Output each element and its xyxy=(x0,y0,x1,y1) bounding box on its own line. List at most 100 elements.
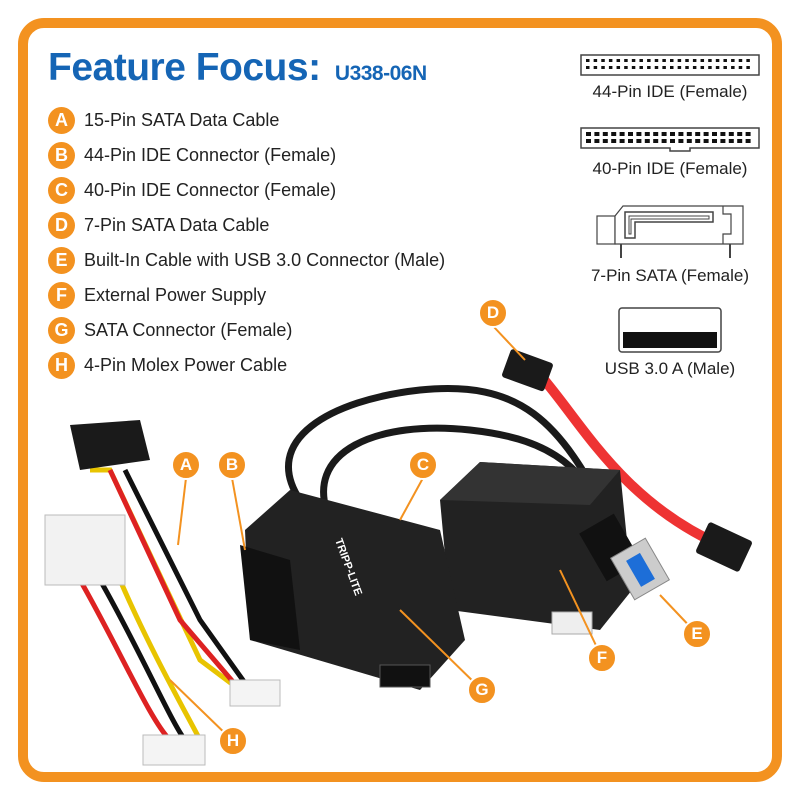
legend-label: USB 3.0 A (Male) xyxy=(604,359,736,378)
pin-dot xyxy=(593,59,598,62)
pin-dot xyxy=(723,66,727,69)
pin-dot xyxy=(685,59,689,62)
pin-dot xyxy=(695,139,701,143)
feature-label: 15-Pin SATA Data Cable xyxy=(84,110,280,130)
feature-item: B 44-Pin IDE Connector (Female) xyxy=(48,138,445,173)
pin-dot xyxy=(654,66,659,69)
pin-dot xyxy=(594,132,600,136)
pin-dot xyxy=(728,139,734,143)
pin-dot xyxy=(601,66,605,69)
sata-7-pin-icon xyxy=(596,205,744,258)
pin-dot xyxy=(631,66,636,69)
pin-dot xyxy=(586,59,590,62)
feature-label: Built-In Cable with USB 3.0 Connector (M… xyxy=(84,250,446,270)
pin-dot xyxy=(647,59,651,62)
pin-dot xyxy=(601,59,605,62)
pin-dot xyxy=(703,132,709,136)
pin-dot xyxy=(700,66,705,69)
pin-dot xyxy=(662,66,666,69)
pin-dot xyxy=(738,66,743,69)
pin-dot xyxy=(593,66,598,69)
pin-dot xyxy=(611,132,617,136)
pin-dot xyxy=(723,59,727,62)
pin-dot xyxy=(692,66,697,69)
pin-dot xyxy=(746,59,750,62)
sata-power-connector xyxy=(70,420,150,470)
pin-dot xyxy=(670,132,675,136)
feature-item: F External Power Supply xyxy=(48,278,445,313)
pin-dot xyxy=(700,59,705,62)
pin-dot xyxy=(731,66,735,69)
letter-badge: C xyxy=(48,177,75,204)
legend-44-pin: 44-Pin IDE (Female) xyxy=(570,54,770,102)
pin-dot xyxy=(678,139,684,143)
pin-dot xyxy=(628,132,633,136)
pin-dot xyxy=(586,132,591,136)
pin-dot xyxy=(586,139,591,143)
feature-item: C 40-Pin IDE Connector (Female) xyxy=(48,173,445,208)
pin-dot xyxy=(624,66,628,69)
pin-dot xyxy=(712,132,717,136)
pin-dot xyxy=(720,132,726,136)
pin-dot xyxy=(653,132,659,136)
feature-label: 4-Pin Molex Power Cable xyxy=(84,355,288,375)
legend-sata: 7-Pin SATA (Female) xyxy=(570,200,770,286)
pin-dot xyxy=(636,132,642,136)
pin-dot xyxy=(611,139,617,143)
callout-h: H xyxy=(218,726,248,756)
usb-3-a-icon xyxy=(618,307,722,353)
pin-dot xyxy=(703,139,709,143)
usb-cable xyxy=(285,385,614,522)
pin-dot xyxy=(686,132,692,136)
feature-label: SATA Connector (Female) xyxy=(84,320,293,340)
feature-item: E Built-In Cable with USB 3.0 Connector (… xyxy=(48,243,445,278)
pin-dot xyxy=(594,139,600,143)
pin-dot xyxy=(608,59,613,62)
letter-badge: G xyxy=(48,317,75,344)
molex-connector xyxy=(44,514,126,586)
feature-label: 40-Pin IDE Connector (Female) xyxy=(84,180,337,200)
pin-dot xyxy=(678,132,684,136)
callout-d: D xyxy=(478,298,508,328)
pin-dot xyxy=(715,66,720,69)
pin-dot xyxy=(662,59,666,62)
callout-g: G xyxy=(467,675,497,705)
legend-usb: USB 3.0 A (Male) xyxy=(570,307,770,379)
pin-dot xyxy=(616,66,621,69)
callout-b: B xyxy=(217,450,247,480)
pin-dot xyxy=(715,59,720,62)
pin-dot xyxy=(745,139,751,143)
ide-44-pin-icon xyxy=(580,54,760,76)
pin-dot xyxy=(670,139,675,143)
pin-dot xyxy=(737,132,743,136)
feature-label: External Power Supply xyxy=(84,285,267,305)
pin-dot xyxy=(654,59,659,62)
pin-dot xyxy=(624,59,628,62)
pin-dot xyxy=(639,59,643,62)
letter-badge: F xyxy=(48,282,75,309)
pin-dot xyxy=(636,139,642,143)
pin-dot xyxy=(608,66,613,69)
pin-dot xyxy=(586,66,590,69)
legend-40-pin: 40-Pin IDE (Female) xyxy=(570,127,770,179)
pin-dot xyxy=(653,139,659,143)
pin-dot xyxy=(746,66,750,69)
pin-dot xyxy=(661,132,667,136)
pin-dot xyxy=(686,139,692,143)
pin-dot xyxy=(644,139,650,143)
letter-badge: B xyxy=(48,142,75,169)
letter-badge: H xyxy=(48,352,75,379)
ide-adapter xyxy=(245,490,465,690)
feature-label: 44-Pin IDE Connector (Female) xyxy=(84,145,337,165)
pin-dot xyxy=(619,132,625,136)
letter-badge: E xyxy=(48,247,75,274)
feature-item: H 4-Pin Molex Power Cable xyxy=(48,348,445,383)
pin-dot xyxy=(670,59,674,62)
legend-label: 7-Pin SATA (Female) xyxy=(590,266,750,285)
pin-dot xyxy=(677,66,682,69)
pin-dot xyxy=(628,139,633,143)
callout-a: A xyxy=(171,450,201,480)
